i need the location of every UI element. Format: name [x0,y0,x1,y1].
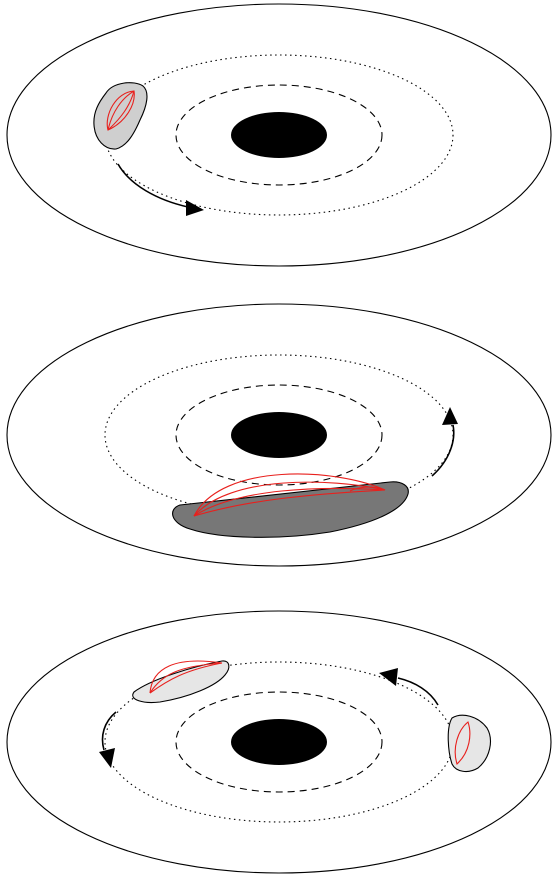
magnetic-field-loops [106,90,135,131]
magnetic-field-loops-left [149,660,223,694]
rotation-arrow [431,407,458,477]
orbit-dashed [175,384,383,486]
panel-bottom [6,610,552,874]
panel-top [6,3,552,267]
magnetic-field-loops [193,473,386,517]
orbit-dashed [175,84,383,186]
panel-middle [6,303,552,567]
magnetic-field-loops-right [454,721,471,765]
rotation-arrow [117,163,204,216]
accretion-disk-outer-edge [6,3,552,267]
plasma-blob-sheared [172,481,409,538]
rotation-arrow-left [99,711,117,768]
rotation-arrow-top [379,668,439,706]
black-hole [231,112,327,158]
orbit-dashed [175,691,383,793]
orbit-dotted [104,54,454,216]
black-hole [231,412,327,458]
plasma-blob-left [132,660,230,704]
black-hole [231,719,327,765]
accretion-disk-outer-edge [6,303,552,567]
accretion-disk-outer-edge [6,610,552,874]
